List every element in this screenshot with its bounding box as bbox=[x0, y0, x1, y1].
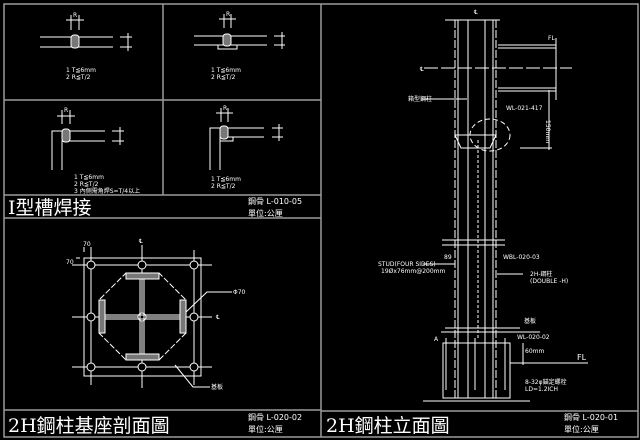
floor-level-top: FL bbox=[548, 35, 555, 42]
weld-note: 1 T≦6mm bbox=[211, 67, 241, 74]
hole-note: Φ70 bbox=[233, 289, 246, 296]
box-column-label: 箱型鋼柱 bbox=[408, 95, 432, 103]
centerline-mark: ℄ bbox=[216, 314, 220, 321]
weld-panel-unit: 單位:公厘 bbox=[248, 208, 283, 218]
column-label: 2H-鋼柱 bbox=[530, 270, 553, 278]
base-panel-unit: 單位:公厘 bbox=[248, 424, 283, 434]
dim-y: 70 bbox=[66, 259, 74, 266]
dim-r: R bbox=[226, 11, 230, 18]
weld-note: 2 R≦T/2 bbox=[74, 181, 99, 188]
column-elevation: ℄ ℄ FL 箱型鋼柱 WL-021-417 150mm 89 WBL-020-… bbox=[378, 9, 588, 402]
weld-detail-3: R 1 T≦6mm 2 R≦T/2 3 內側需角焊S=T/4以上 bbox=[51, 107, 140, 195]
weld-panel-title: I型槽焊接 bbox=[8, 197, 92, 219]
base-panel-title: 2H鋼柱基座剖面圖 bbox=[8, 415, 170, 437]
base-plate-section: 70 70 ℄ ℄ Φ70 基板 bbox=[66, 238, 246, 391]
section-mark: A bbox=[434, 336, 439, 343]
centerline-mark: ℄ bbox=[474, 9, 478, 16]
plate-label: 基板 bbox=[211, 383, 223, 391]
weld-detail-4: R 1 T≦6mm 2 R≦T/2 bbox=[209, 105, 283, 190]
weld-note: 1 T≦6mm bbox=[74, 174, 104, 181]
dim-r: R bbox=[223, 105, 227, 112]
dim-r: R bbox=[73, 12, 77, 19]
column-type: (DOUBLE -H) bbox=[530, 278, 568, 285]
anchor-spec: LD=1.2ICH bbox=[525, 386, 558, 393]
plate-label: 基板 bbox=[524, 317, 536, 325]
weld-note: 2 R≦T/2 bbox=[66, 74, 91, 81]
sheet-frames bbox=[3, 3, 639, 438]
stud-spec: 19Øx76mm@200mm bbox=[381, 268, 446, 275]
ref-mid: WBL-020-03 bbox=[503, 254, 540, 261]
weld-panel-code: 鋼骨 L-010-05 bbox=[248, 196, 302, 206]
ref-top: WL-021-417 bbox=[506, 105, 543, 112]
elevation-panel-code: 鋼骨 L-020-01 bbox=[564, 412, 618, 422]
weld-detail-2: R 1 T≦6mm 2 R≦T/2 bbox=[194, 11, 285, 81]
ref-mid-left: 89 bbox=[444, 254, 452, 261]
dim-x: 70 bbox=[83, 241, 91, 248]
stud-label: STUD(FOUR SIDES) bbox=[378, 261, 436, 268]
centerline-mark: ℄ bbox=[139, 238, 143, 245]
ref-base: WL-020-02 bbox=[517, 334, 550, 341]
dim-top: 150mm bbox=[544, 120, 551, 143]
elevation-panel-unit: 單位:公厘 bbox=[564, 424, 599, 434]
dim-r: R bbox=[64, 107, 68, 114]
floor-level-bottom: FL bbox=[577, 353, 587, 362]
weld-note: 1 T≦6mm bbox=[66, 67, 96, 74]
weld-note: 2 R≦T/2 bbox=[211, 74, 236, 81]
dim-grout: 60mm bbox=[525, 348, 544, 355]
weld-detail-1: R 1 T≦6mm 2 R≦T/2 bbox=[40, 12, 132, 81]
centerline-mark: ℄ bbox=[420, 66, 424, 73]
weld-note: 1 T≦6mm bbox=[211, 176, 241, 183]
base-panel-code: 鋼骨 L-020-02 bbox=[248, 412, 302, 422]
weld-note: 3 內側需角焊S=T/4以上 bbox=[74, 187, 140, 195]
anchor-label: 8-32φ錨定螺栓 bbox=[525, 378, 567, 386]
elevation-panel-title: 2H鋼柱立面圖 bbox=[326, 415, 450, 437]
weld-note: 2 R≦T/2 bbox=[211, 183, 236, 190]
